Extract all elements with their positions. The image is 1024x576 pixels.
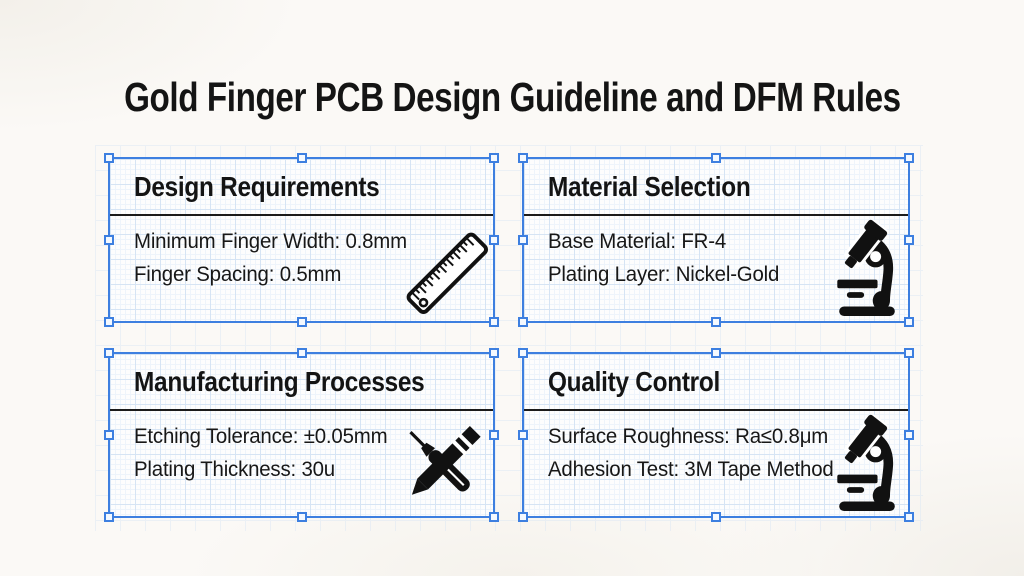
selection-handle-middle-left[interactable] xyxy=(104,235,114,245)
card-divider xyxy=(524,409,908,411)
card-design-requirements[interactable]: Design Requirements Minimum Finger Width… xyxy=(104,153,499,327)
card-title: Design Requirements xyxy=(134,171,380,202)
card-line: Adhesion Test: 3M Tape Method xyxy=(548,457,834,481)
selection-handle-bottom-center[interactable] xyxy=(296,512,307,522)
card-divider xyxy=(524,214,908,216)
card-line: Finger Spacing: 0.5mm xyxy=(134,262,342,286)
selection-handle-top-left[interactable] xyxy=(518,348,528,358)
card-material-selection[interactable]: Material Selection Base Material: FR-4 P… xyxy=(518,153,914,327)
selection-handle-top-right[interactable] xyxy=(489,348,499,358)
card-line: Minimum Finger Width: 0.8mm xyxy=(134,229,407,253)
card-divider xyxy=(110,409,493,411)
selection-handle-bottom-center[interactable] xyxy=(711,317,721,327)
selection-handle-top-left[interactable] xyxy=(518,153,528,163)
selection-handle-top-center[interactable] xyxy=(711,348,721,358)
selection-handle-top-center[interactable] xyxy=(711,153,721,163)
card-line: Etching Tolerance: ±0.05mm xyxy=(134,424,388,448)
selection-handle-top-left[interactable] xyxy=(104,348,114,358)
selection-handle-middle-left[interactable] xyxy=(518,430,528,440)
card-line: Surface Roughness: Ra≤0.8μm xyxy=(548,424,829,448)
card-divider xyxy=(110,214,493,216)
card-title: Quality Control xyxy=(548,366,721,397)
card-quality-control[interactable]: Quality Control Surface Roughness: Ra≤0.… xyxy=(518,348,914,522)
selection-handle-bottom-left[interactable] xyxy=(104,512,114,522)
selection-handle-bottom-right[interactable] xyxy=(489,317,499,327)
selection-handle-bottom-left[interactable] xyxy=(518,512,528,522)
selection-handle-bottom-center[interactable] xyxy=(296,317,307,327)
selection-handle-middle-right[interactable] xyxy=(904,235,914,245)
card-line: Plating Thickness: 30u xyxy=(134,457,335,481)
card-manufacturing-processes[interactable]: Manufacturing Processes Etching Toleranc… xyxy=(104,348,499,522)
page-title: Gold Finger PCB Design Guideline and DFM… xyxy=(123,74,901,120)
card-title: Material Selection xyxy=(548,171,751,202)
selection-handle-top-right[interactable] xyxy=(904,348,914,358)
selection-handle-top-center[interactable] xyxy=(296,348,307,358)
selection-handle-bottom-right[interactable] xyxy=(489,512,499,522)
selection-handle-middle-right[interactable] xyxy=(489,430,499,440)
selection-handle-top-right[interactable] xyxy=(904,153,914,163)
selection-handle-top-right[interactable] xyxy=(489,153,499,163)
card-line: Base Material: FR-4 xyxy=(548,229,727,253)
selection-handle-bottom-left[interactable] xyxy=(518,317,528,327)
selection-handle-middle-right[interactable] xyxy=(489,235,499,245)
selection-handle-top-left[interactable] xyxy=(104,153,114,163)
selection-handle-middle-left[interactable] xyxy=(518,235,528,245)
selection-handle-middle-left[interactable] xyxy=(104,430,114,440)
selection-handle-bottom-right[interactable] xyxy=(904,512,914,522)
selection-handle-middle-right[interactable] xyxy=(904,430,914,440)
selection-handle-bottom-right[interactable] xyxy=(904,317,914,327)
selection-handle-bottom-left[interactable] xyxy=(104,317,114,327)
card-title: Manufacturing Processes xyxy=(134,366,425,397)
selection-handle-bottom-center[interactable] xyxy=(711,512,721,522)
card-line: Plating Layer: Nickel-Gold xyxy=(548,262,780,286)
selection-handle-top-center[interactable] xyxy=(296,153,307,163)
